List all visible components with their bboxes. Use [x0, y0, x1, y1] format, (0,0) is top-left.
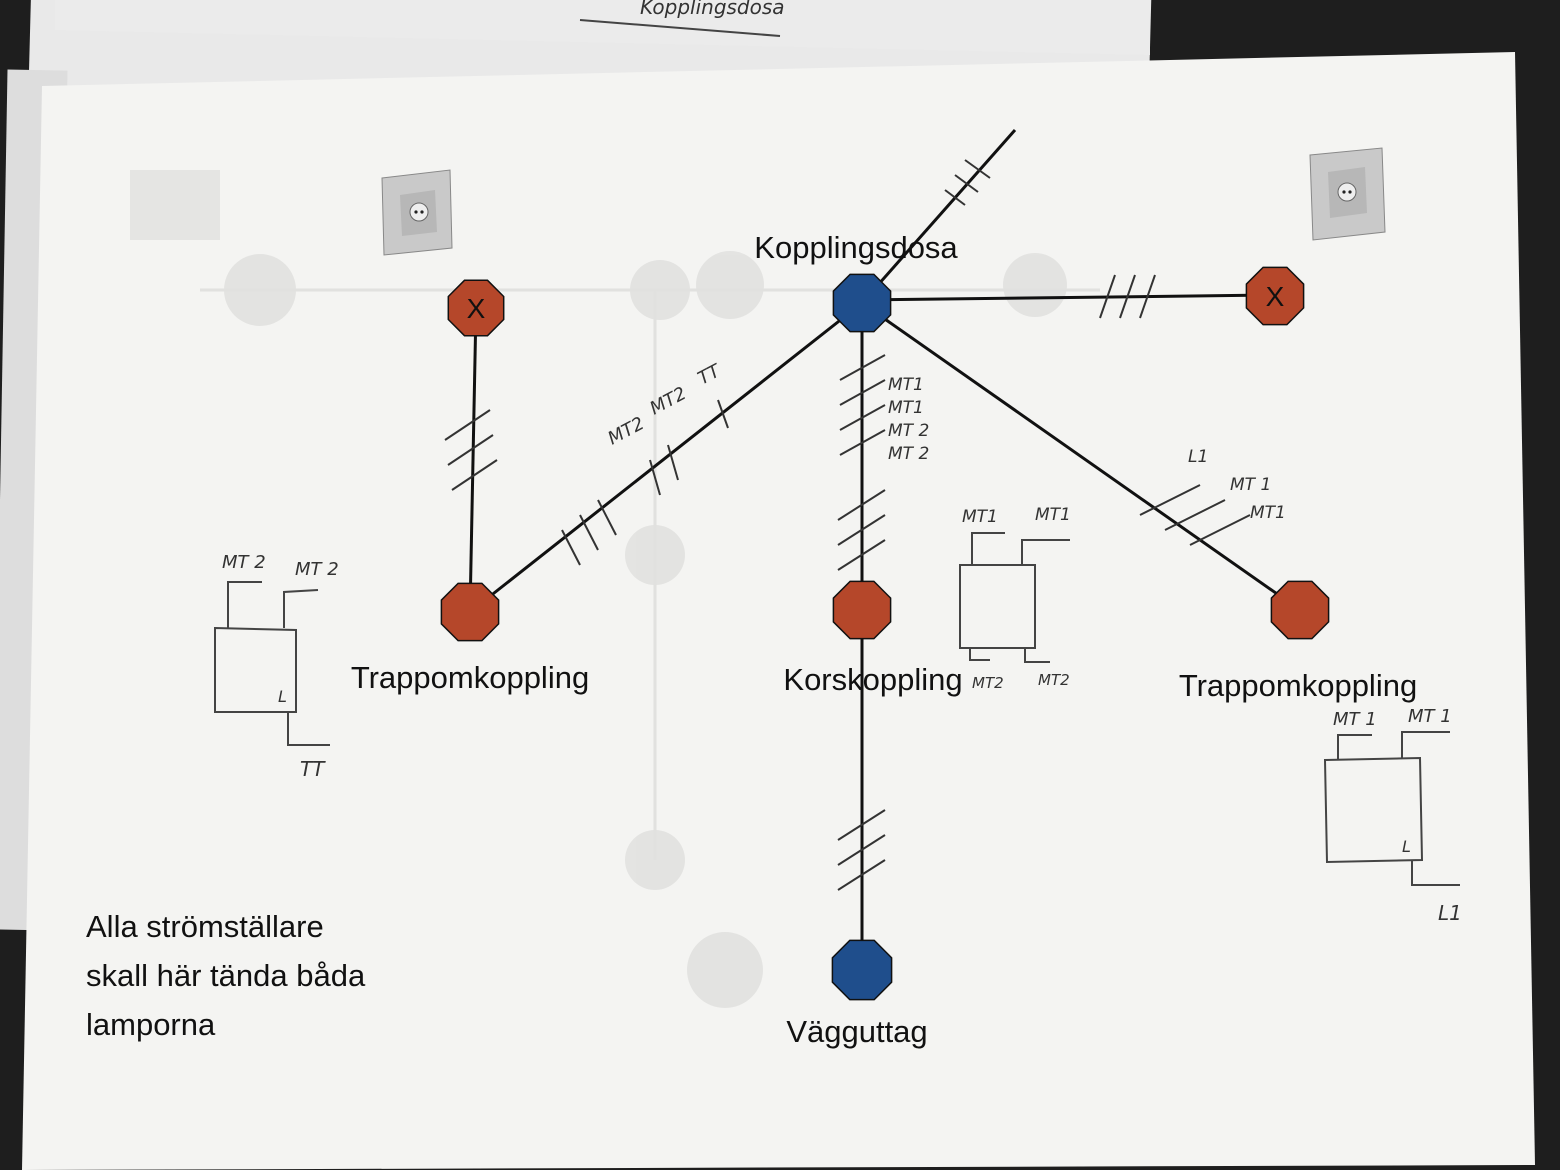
note-line-1: Alla strömställare [86, 909, 324, 944]
sketch-right-inner: L [1402, 837, 1411, 856]
switch-sketch-center [959, 532, 1070, 663]
instruction-note: Alla strömställare skall här tända båda … [86, 902, 406, 1049]
lamp-left-node [447, 279, 505, 337]
stair-switch-right-label: Trappomkoppling [1179, 668, 1417, 703]
sketch-right-top-right: MT 1 [1408, 706, 1452, 727]
socket-label: Vägguttag [786, 1014, 927, 1049]
lamp-right-node [1245, 266, 1305, 326]
sketch-center-top-right: MT1 [1035, 505, 1071, 525]
cross-switch-label: Korskoppling [783, 662, 962, 697]
stair-switch-right-node [1270, 580, 1330, 640]
wire-mark-right-1: L1 [1188, 447, 1208, 467]
switch-sketch-left [214, 581, 330, 746]
bleed-through [130, 170, 1100, 1008]
wire-mark-center-4: MT 2 [888, 444, 929, 464]
top-scrap-text: Kopplingsdosa [640, 0, 785, 19]
sketch-left-top-right: MT 2 [295, 559, 339, 580]
top-paper [55, 0, 1150, 55]
note-line-3: lamporna [86, 1007, 216, 1042]
note-line-2: skall här tända båda [86, 958, 366, 993]
main-paper [22, 52, 1535, 1170]
wire-mark-center-2: MT1 [888, 398, 924, 418]
wire-to-lamp-right [861, 293, 1276, 302]
conductor-ticks [444, 159, 1251, 891]
sketch-center-bottom-right: MT2 [1038, 671, 1070, 689]
sketch-center-bottom-left: MT2 [972, 674, 1004, 692]
wire-mark-center-1: MT1 [888, 375, 924, 395]
wall-outlet-icon [381, 169, 453, 256]
sketch-left-bottom: TT [300, 757, 326, 781]
switch-sketch-right [1323, 731, 1460, 886]
wire-to-stair-left [469, 301, 863, 614]
sketch-right-bottom: L1 [1438, 901, 1462, 925]
wire-to-stair-right [861, 301, 1301, 612]
cross-switch-node [832, 580, 892, 640]
wire-mark-right-2: MT 1 [1230, 475, 1271, 495]
sketch-left-inner: L [278, 687, 287, 706]
junction-box-label: Kopplingsdosa [754, 230, 958, 265]
wire-mark-right-3: MT1 [1250, 503, 1286, 523]
wire-to-top [860, 129, 1017, 304]
sketch-left-top-left: MT 2 [222, 552, 266, 573]
sketch-right-top-left: MT 1 [1333, 709, 1377, 730]
wire-lamp-left-to-stair [468, 307, 478, 613]
stair-switch-left-node [440, 582, 500, 642]
sketch-center-top-left: MT1 [962, 507, 998, 527]
wire-mark-center-3: MT 2 [888, 421, 929, 441]
junction-box-node [832, 273, 892, 333]
socket-node [831, 939, 893, 1001]
wall-outlet-icon [1309, 147, 1386, 241]
lamp-right-symbol: X [1266, 281, 1285, 312]
lamp-left-symbol: X [467, 293, 486, 324]
stair-switch-left-label: Trappomkoppling [351, 660, 589, 695]
